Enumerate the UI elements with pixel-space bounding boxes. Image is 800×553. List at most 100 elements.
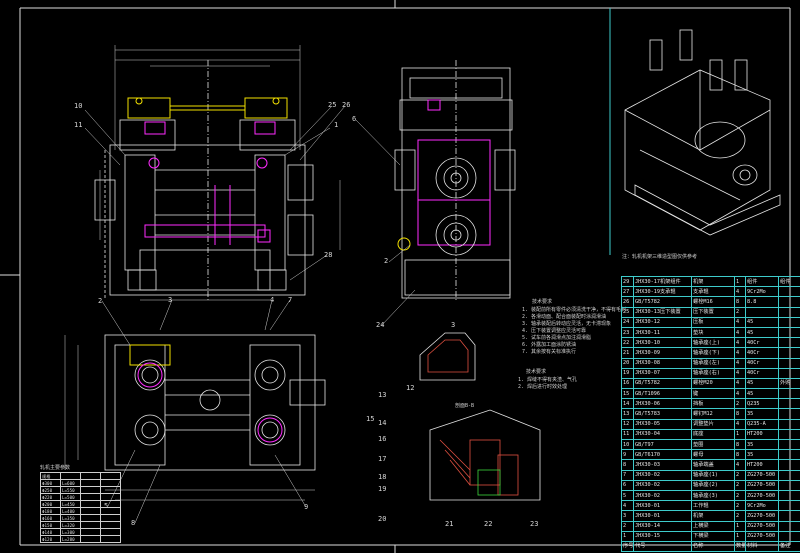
bom-cell — [778, 500, 800, 512]
callout-front-1: 1 — [334, 121, 339, 129]
bom-cell: ZG270-500 — [745, 489, 779, 502]
front-view-magenta-parts — [144, 121, 276, 245]
bom-cell: JHX30-17机架组件 — [633, 275, 692, 288]
front-view — [94, 60, 314, 300]
bom-cell: 4 — [734, 316, 746, 328]
spec-cell: L=320 — [60, 521, 81, 529]
bom-cell: 调整垫片 — [691, 418, 735, 430]
bom-cell: 螺栓M16 — [691, 296, 735, 308]
bom-cell: 螺栓M20 — [691, 377, 735, 390]
bom-cell — [778, 398, 800, 410]
bom-cell: 压下装置 — [691, 306, 735, 318]
bom-cell: 9Cr2Mo — [745, 286, 779, 298]
callout-top-9: 9 — [304, 503, 309, 511]
bom-cell — [778, 479, 800, 491]
spec-cell — [80, 479, 101, 487]
bom-cell: JHX30-05 — [633, 418, 692, 430]
bom-cell: 8 — [734, 296, 746, 308]
spec-cell: L=500 — [60, 493, 81, 501]
side-view-rolls — [435, 157, 477, 256]
bom-cell — [778, 510, 800, 522]
bom-cell: 45 — [745, 326, 779, 339]
spec-cell — [80, 500, 101, 508]
bom-cell: JHX30-03 — [633, 459, 692, 471]
spec-cell: Φ150 — [40, 521, 61, 529]
bom-cell: 垫块 — [691, 326, 735, 339]
front-view-yellow-parts — [127, 97, 288, 119]
spec-row: 规格 — [40, 472, 121, 480]
bom-cell: 4 — [734, 418, 746, 430]
bom-cell: 27 — [621, 286, 634, 298]
tech-req-line: 1. 装配前所有零件必须清洗干净，不得有毛刺 — [522, 307, 627, 313]
detail-req-line: 1. 焊缝不得有夹渣、气孔 — [518, 377, 578, 383]
bom-cell: JHX30-02 — [633, 479, 692, 491]
bom-cell: 代号 — [633, 540, 692, 553]
bom-cell: JHX30-02 — [633, 469, 692, 481]
bom-cell: 5 — [621, 489, 634, 502]
bom-cell: ZG270-500 — [745, 469, 779, 481]
bom-cell: 20 — [621, 357, 634, 369]
bom-cell — [745, 306, 779, 318]
spec-cell — [80, 535, 101, 543]
bom-cell: 2 — [734, 306, 746, 318]
bom-cell — [778, 449, 800, 461]
bom-cell: 8 — [734, 408, 746, 420]
bom-cell: 3 — [621, 510, 634, 522]
bom-cell: 2 — [734, 398, 746, 410]
bom-cell: Q235-A — [745, 418, 779, 430]
bom-cell: GB/T5782 — [633, 296, 692, 308]
bom-cell: 8 — [734, 449, 746, 461]
bom-cell: 2 — [734, 510, 746, 522]
bom-cell: JHX30-08 — [633, 357, 692, 369]
callout-front-3: 3 — [168, 296, 173, 304]
bom-cell — [778, 326, 800, 339]
bom-cell: 4 — [734, 388, 746, 400]
bom-cell: 2 — [734, 500, 746, 512]
spec-cell — [80, 493, 101, 501]
spec-cell: Φ300 — [40, 479, 61, 487]
spec-cell: Φ140 — [40, 528, 61, 536]
bom-cell — [778, 530, 800, 542]
bom-cell: 序号 — [621, 540, 634, 553]
top-view-dimensions — [64, 335, 315, 501]
bom-cell: 4 — [621, 500, 634, 512]
tech-req-line: 7. 其余按有关标准执行 — [522, 349, 577, 355]
spec-cell — [100, 493, 121, 501]
bom-cell: JHX30-07 — [633, 367, 692, 379]
callout-front-25: 25 — [328, 101, 337, 109]
bom-cell: 8 — [734, 438, 746, 451]
bom-cell: JHX30-06 — [633, 398, 692, 410]
spec-cell: L=350 — [60, 514, 81, 522]
bom-cell: JHX30-04 — [633, 428, 692, 441]
bom-cell: 4 — [734, 367, 746, 379]
tech-req-title: 技术要求 — [532, 299, 553, 305]
bom-cell: 2 — [734, 469, 746, 481]
top-view-yellow — [129, 344, 171, 366]
bom-cell: 轴承座(下) — [691, 347, 735, 359]
callout-sec-15: 15 — [366, 415, 375, 423]
spec-cell — [100, 514, 121, 522]
bom-cell: 9 — [621, 449, 634, 461]
callout-front-26: 26 — [342, 101, 351, 109]
bom-cell: 外购 — [778, 377, 800, 390]
bom-cell: 4 — [734, 347, 746, 359]
spec-cell — [80, 507, 101, 515]
bom-cell: JHX30-15 — [633, 530, 692, 542]
tech-req-line: 3. 轴承装配后转动应灵活，无卡滞现象 — [522, 321, 612, 327]
bom-cell: JHX30-13压下装置 — [633, 306, 692, 318]
bom-cell: 2 — [621, 520, 634, 532]
bom-cell — [778, 408, 800, 420]
bom-cell: 4 — [734, 326, 746, 339]
